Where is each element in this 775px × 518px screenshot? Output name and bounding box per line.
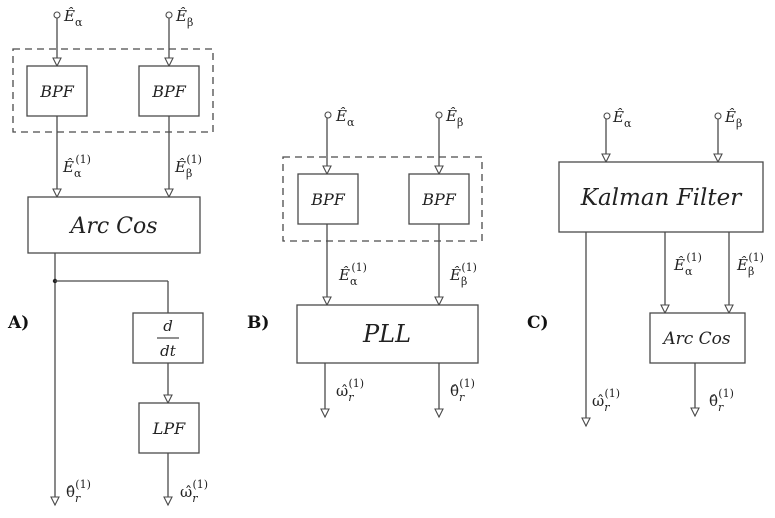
arrow-icon [434, 408, 444, 418]
arccos-label: Arc Cos [661, 329, 731, 349]
input-terminal-alpha [53, 11, 61, 19]
input-e-beta: Êβ [724, 108, 742, 130]
arrow-icon [581, 417, 591, 427]
panel-c-label: C) [527, 313, 549, 333]
bpf-block-alpha [297, 173, 359, 225]
input-e-alpha: Êα [612, 108, 632, 130]
bpf-block-alpha [26, 65, 88, 117]
bpf-label: BPF [421, 190, 457, 209]
arrow-icon [320, 408, 330, 418]
input-terminal-beta [165, 11, 173, 19]
arrow-icon [434, 165, 444, 175]
signal-e-alpha-1: Êα(1) [62, 153, 91, 180]
arrow-icon [52, 57, 62, 67]
arrow-icon [434, 296, 444, 306]
arrow-icon [163, 394, 173, 404]
bpf-group-dashed [282, 156, 483, 242]
signal-e-beta-1: Êβ(1) [449, 261, 477, 288]
arccos-block [27, 196, 201, 254]
output-theta: θ̂r(1) [66, 478, 91, 505]
bpf-label: BPF [151, 82, 187, 101]
output-omega: ω̂r(1) [336, 377, 364, 404]
arrow-icon [660, 304, 670, 314]
arrow-icon [690, 407, 700, 417]
arrow-icon [50, 496, 60, 506]
lpf-block [138, 402, 200, 454]
input-e-alpha: Êα [63, 7, 83, 29]
kalman-filter-label: Kalman Filter [580, 185, 743, 211]
output-omega: ω̂r(1) [180, 478, 208, 505]
arrow-icon [601, 153, 611, 163]
kalman-filter-block [558, 161, 764, 233]
derivative-numerator: d [163, 317, 173, 335]
arccos-label: Arc Cos [68, 214, 157, 239]
input-terminal-beta [435, 111, 443, 119]
panel-b-label: B) [247, 313, 269, 333]
input-terminal-alpha [324, 111, 332, 119]
bpf-label: BPF [39, 82, 75, 101]
input-e-beta: Êβ [445, 107, 463, 129]
panel-c: C) Êα Êβ Kalman Filter Êα(1) Êβ(1) Arc C… [527, 108, 764, 427]
panel-b: B) Êα Êβ BPF BPF Êα(1) Êβ(1) PLL ω̂r(1) … [247, 107, 483, 418]
output-omega: ω̂r(1) [592, 387, 620, 414]
bpf-group-dashed [12, 48, 214, 133]
signal-e-alpha-1: Êα(1) [338, 261, 367, 288]
panel-a-label: A) [7, 313, 29, 333]
signal-e-beta-1: Êβ(1) [736, 251, 764, 278]
arrow-icon [164, 57, 174, 67]
arrow-icon [164, 188, 174, 198]
input-terminal-beta [714, 112, 722, 120]
bpf-label: BPF [310, 190, 346, 209]
arrow-icon [163, 496, 173, 506]
input-terminal-alpha [603, 112, 611, 120]
output-theta: θ̂r(1) [709, 387, 734, 414]
arrow-icon [322, 296, 332, 306]
arrow-icon [724, 304, 734, 314]
arrow-icon [322, 165, 332, 175]
arrow-icon [713, 153, 723, 163]
derivative-denominator: dt [160, 342, 177, 360]
output-theta: θ̂r(1) [450, 377, 475, 404]
signal-e-beta-1: Êβ(1) [174, 153, 202, 180]
arrow-icon [52, 188, 62, 198]
lpf-label: LPF [152, 419, 186, 438]
input-e-alpha: Êα [335, 107, 355, 129]
panel-a: A) Êα Êβ BPF BPF Êα(1) Êβ(1) Arc Cos d d [7, 7, 214, 506]
pll-label: PLL [362, 320, 411, 348]
signal-e-alpha-1: Êα(1) [673, 251, 702, 278]
pll-block [296, 304, 479, 364]
arccos-block [649, 312, 746, 364]
input-e-beta: Êβ [175, 7, 193, 29]
